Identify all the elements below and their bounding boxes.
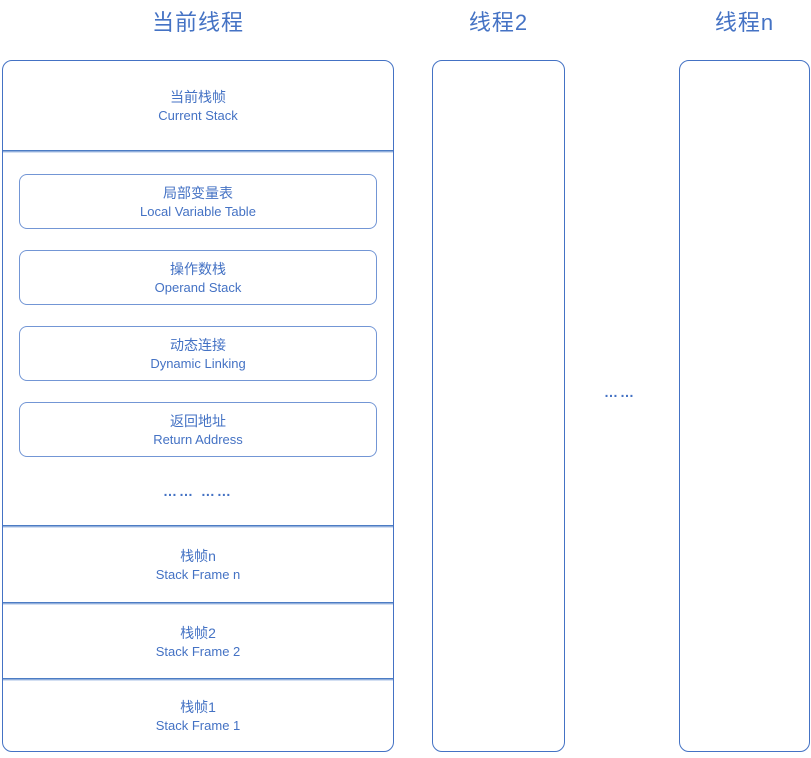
section-divider	[3, 150, 393, 153]
current-thread-stack-box: 当前栈帧 Current Stack 局部变量表 Local Variable …	[2, 60, 394, 752]
stack-frame-n-section: 栈帧n Stack Frame n	[3, 528, 393, 602]
stack-frame-2-label-en: Stack Frame 2	[155, 643, 241, 659]
current-stack-frame-label-en: Current Stack	[158, 107, 238, 123]
threadn-title: 线程n	[714, 10, 775, 35]
local-variable-table-label-zh: 局部变量表	[163, 184, 233, 201]
stack-frame-n-label-en: Stack Frame n	[155, 567, 241, 582]
stack-frame-1-label-en: Stack Frame 1	[155, 718, 241, 733]
dynamic-linking-box: 动态连接 Dynamic Linking	[19, 326, 377, 381]
return-address-label-en: Return Address	[153, 431, 243, 447]
thread2-title: 线程2	[468, 10, 529, 35]
local-variable-table-box: 局部变量表 Local Variable Table	[19, 174, 377, 229]
current-stack-frame-label-zh: 当前栈帧	[170, 88, 226, 105]
return-address-label-zh: 返回地址	[170, 412, 226, 429]
stack-frame-1-label-zh: 栈帧1	[180, 699, 216, 715]
return-address-box: 返回地址 Return Address	[19, 402, 377, 457]
stack-frame-n-label-zh: 栈帧n	[180, 548, 216, 564]
section-divider	[3, 678, 393, 681]
dynamic-linking-label-zh: 动态连接	[170, 336, 226, 353]
operand-stack-label-zh: 操作数栈	[170, 260, 226, 277]
stack-frame-2-label-zh: 栈帧2	[180, 624, 216, 641]
more-threads-ellipsis: ……	[604, 384, 636, 400]
current-stack-frame-section: 当前栈帧 Current Stack	[3, 61, 393, 150]
threadn-stack-box	[679, 60, 810, 752]
stack-frames-ellipsis: …… ……	[163, 483, 233, 499]
stack-frame-2-section: 栈帧2 Stack Frame 2	[3, 605, 393, 678]
operand-stack-box: 操作数栈 Operand Stack	[19, 250, 377, 305]
thread2-stack-box	[432, 60, 565, 752]
local-variable-table-label-en: Local Variable Table	[140, 203, 256, 219]
dynamic-linking-label-en: Dynamic Linking	[150, 355, 246, 371]
frame-parts-section: 局部变量表 Local Variable Table 操作数栈 Operand …	[3, 153, 393, 525]
current-thread-title: 当前线程	[151, 10, 244, 35]
section-divider	[3, 525, 393, 528]
operand-stack-label-en: Operand Stack	[154, 279, 242, 295]
section-divider	[3, 602, 393, 605]
stack-frame-1-section: 栈帧1 Stack Frame 1	[3, 681, 393, 751]
